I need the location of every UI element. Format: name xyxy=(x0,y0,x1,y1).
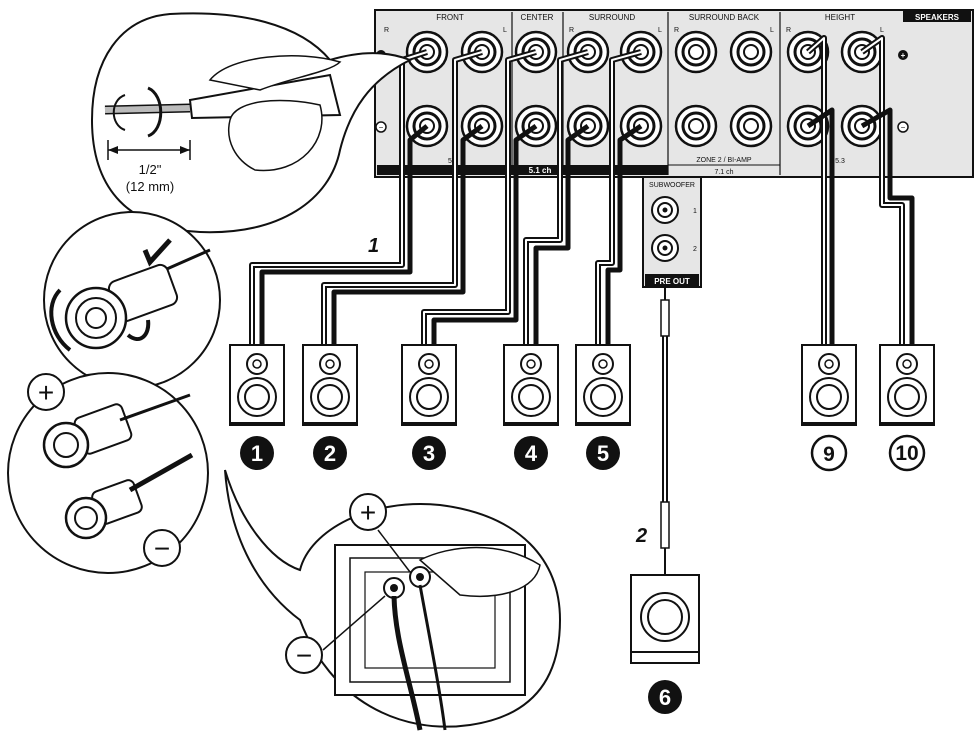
svg-text:2: 2 xyxy=(324,441,336,466)
subwoofer-pre-out: SUBWOOFER 1 2 PRE OUT xyxy=(642,176,702,288)
minus-sign-inset3: − xyxy=(154,533,170,564)
speaker-5 xyxy=(575,344,631,426)
subwoofer-cable xyxy=(660,287,670,575)
svg-text:9: 9 xyxy=(823,443,835,466)
step-2-label: 2 xyxy=(635,525,647,547)
step-1-label: 1 xyxy=(368,235,379,257)
label-speakers: SPEAKERS xyxy=(915,13,960,22)
label-51: 5.1 ch xyxy=(529,166,552,175)
mark-l-surround-back: L xyxy=(770,27,774,34)
svg-text:1: 1 xyxy=(251,441,263,466)
label-bottom-left: 5 xyxy=(448,158,452,165)
plus-sign-inset4: + xyxy=(360,497,376,528)
mark-l-height: L xyxy=(880,27,884,34)
label-height: HEIGHT xyxy=(825,13,855,22)
label-51-strip xyxy=(377,165,668,175)
minus-sign-inset4: − xyxy=(296,640,312,671)
mark-r-surround-back: R xyxy=(674,27,679,34)
label-surround-back: SURROUND BACK xyxy=(689,13,760,22)
speaker-4 xyxy=(503,344,559,426)
mark-l-surround: L xyxy=(658,27,662,34)
badge-2: 2 xyxy=(313,436,347,470)
label-bottom-right: 5.3 xyxy=(835,158,845,165)
inset-strip-wire: 1/2" (12 mm) xyxy=(90,12,413,234)
label-71: 7.1 ch xyxy=(714,169,733,176)
badge-1: 1 xyxy=(240,436,274,470)
mark-r-height: R xyxy=(786,27,791,34)
speaker-1 xyxy=(229,344,285,426)
label-subwoofer: SUBWOOFER xyxy=(649,182,695,189)
inset-tighten-terminals: + − xyxy=(7,372,209,574)
inset-insert-wire xyxy=(43,211,221,389)
label-sub-2: 2 xyxy=(693,246,697,253)
inset-speaker-side: + − xyxy=(224,469,562,731)
badge-4: 4 xyxy=(514,436,548,470)
speaker-3 xyxy=(401,344,457,426)
label-zone2: ZONE 2 / BI-AMP xyxy=(696,157,752,164)
svg-text:3: 3 xyxy=(423,441,435,466)
speaker-2 xyxy=(302,344,358,426)
badge-9: 9 xyxy=(810,434,848,472)
svg-text:4: 4 xyxy=(525,441,538,466)
minus-mark-left: − xyxy=(379,123,384,132)
mark-r-surround: R xyxy=(569,27,574,34)
minus-mark-right: − xyxy=(901,123,906,132)
speaker-10 xyxy=(879,344,935,426)
strip-length-mm: (12 mm) xyxy=(126,179,174,194)
speaker-9 xyxy=(801,344,857,426)
speakers-label-box xyxy=(903,11,971,22)
strip-length-in: 1/2" xyxy=(139,162,162,177)
plus-sign-inset3: + xyxy=(38,377,54,408)
label-sub-1: 1 xyxy=(693,208,697,215)
svg-text:10: 10 xyxy=(895,442,918,465)
svg-text:6: 6 xyxy=(659,685,671,710)
badge-10: 10 xyxy=(888,434,926,472)
badge-3: 3 xyxy=(412,436,446,470)
badge-5: 5 xyxy=(586,436,620,470)
plus-mark-right: + xyxy=(901,51,906,60)
badge-6: 6 xyxy=(648,680,682,714)
svg-text:5: 5 xyxy=(597,441,609,466)
speaker-cables xyxy=(249,35,915,345)
label-front: FRONT xyxy=(436,13,464,22)
label-pre-out: PRE OUT xyxy=(654,277,690,286)
rear-panel: FRONT CENTER SURROUND SURROUND BACK HEIG… xyxy=(374,9,974,178)
label-surround: SURROUND xyxy=(589,13,635,22)
label-center: CENTER xyxy=(521,13,554,22)
mark-l-front: L xyxy=(503,27,507,34)
mark-r-front: R xyxy=(384,27,389,34)
subwoofer-speaker xyxy=(630,574,700,664)
